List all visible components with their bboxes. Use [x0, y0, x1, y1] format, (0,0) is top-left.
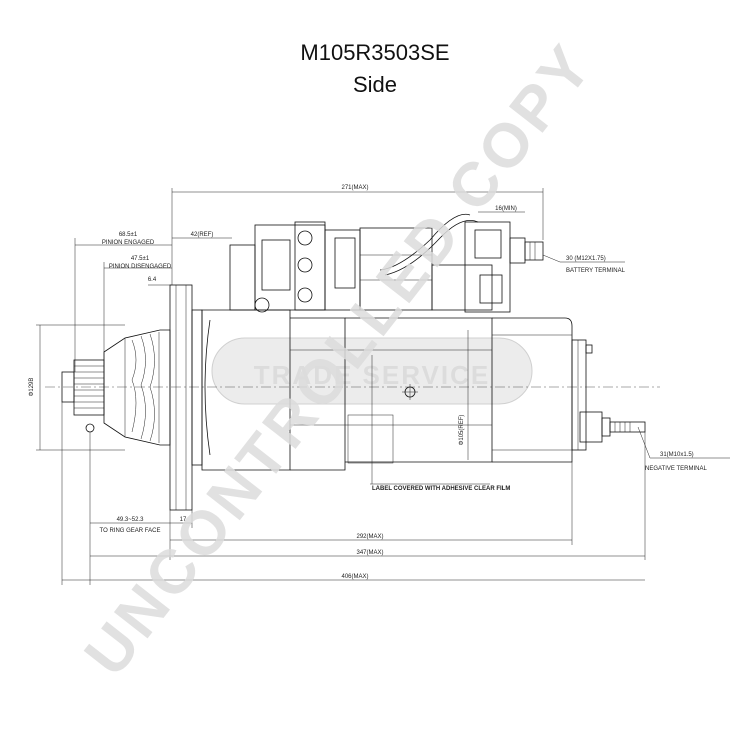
- dim-diameter-105-ref: Φ105(REF): [459, 415, 465, 446]
- label-pinion-disengaged: PINION DISENGAGED: [109, 264, 172, 270]
- negative-terminal-stud: [579, 411, 646, 443]
- solenoid-assembly: [229, 213, 544, 313]
- dim-271: 271(MAX): [341, 185, 368, 191]
- dim-42-ref: 42(REF): [191, 232, 214, 238]
- dim-16-min: 16(MIN): [495, 206, 517, 212]
- label-negative-terminal: NEGATIVE TERMINAL: [645, 466, 707, 472]
- label-battery-terminal: BATTERY TERMINAL: [566, 268, 626, 274]
- dim-battery-thread: 30 (M12X1.75): [566, 256, 606, 262]
- dim-pinion-engaged: 68.5±1: [119, 232, 138, 238]
- label-to-ring-gear: TO RING GEAR FACE: [100, 528, 161, 534]
- end-cap: [492, 317, 593, 463]
- nose-housing: [103, 329, 171, 446]
- dim-406: 406(MAX): [341, 574, 368, 580]
- trade-service-text: TRADE SERVICE: [254, 360, 490, 390]
- label-pinion-engaged: PINION ENGAGED: [102, 240, 155, 246]
- note-label-covered: LABEL COVERED WITH ADHESIVE CLEAR FILM: [372, 486, 510, 492]
- pinion-assembly: [61, 359, 105, 433]
- dim-292: 292(MAX): [356, 534, 383, 540]
- drawing-title: M105R3503SE: [300, 40, 450, 65]
- dim-347: 347(MAX): [356, 550, 383, 556]
- mounting-flange: [169, 284, 203, 511]
- view-subtitle: Side: [352, 72, 398, 97]
- dim-negative-thread: 31(M10x1.5): [660, 452, 694, 458]
- dim-6-4: 6.4: [148, 277, 157, 283]
- dim-diameter-129b: Φ129B: [29, 378, 35, 397]
- dimensions: 271(MAX) 68.5±1 PINION ENGAGED 42(REF) 4…: [29, 185, 730, 585]
- dim-to-ring-gear: 49.3~52.3: [117, 517, 145, 523]
- dim-pinion-disengaged: 47.5±1: [131, 256, 150, 262]
- dim-17: 17: [180, 517, 187, 523]
